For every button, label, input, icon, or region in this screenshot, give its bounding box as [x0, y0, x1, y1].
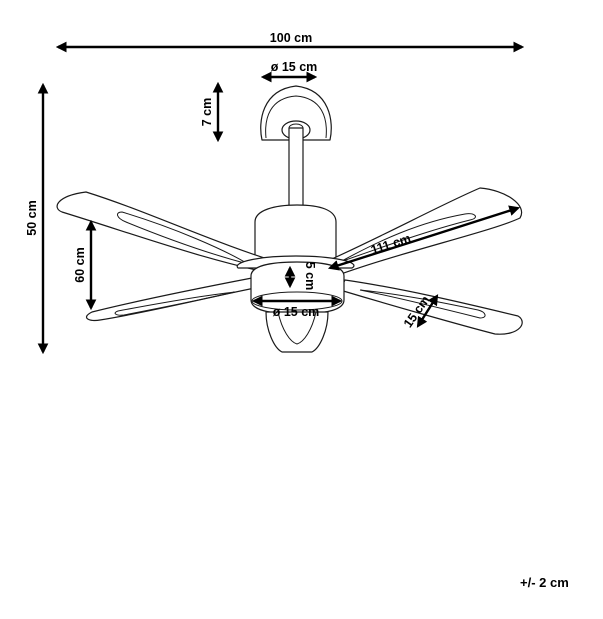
label-motor-height: 5 cm: [303, 262, 317, 291]
label-canopy-diameter: ø 15 cm: [271, 60, 318, 74]
label-canopy-height: 7 cm: [200, 98, 214, 127]
dimension-motor-height: 5 cm: [284, 262, 317, 291]
label-blade-drop: 60 cm: [73, 247, 87, 282]
label-light-diameter: ø 15 cm: [273, 305, 320, 319]
label-overall-width: 100 cm: [270, 31, 312, 45]
dimension-canopy-height: 7 cm: [200, 81, 224, 143]
dimension-overall-height: 50 cm: [25, 82, 49, 355]
motor-housing: [254, 204, 337, 263]
dimension-overall-width: 100 cm: [55, 31, 525, 53]
label-overall-height: 50 cm: [25, 200, 39, 235]
light-globe: [265, 311, 329, 353]
dimension-blade-drop: 60 cm: [73, 219, 97, 311]
blade-lower-left: [86, 277, 256, 322]
dimension-canopy-diameter: ø 15 cm: [260, 60, 318, 83]
blade-upper-left: [56, 191, 291, 277]
tolerance-note: +/- 2 cm: [520, 575, 569, 590]
dimension-light-diameter: ø 15 cm: [251, 295, 343, 319]
downrod: [288, 127, 304, 211]
